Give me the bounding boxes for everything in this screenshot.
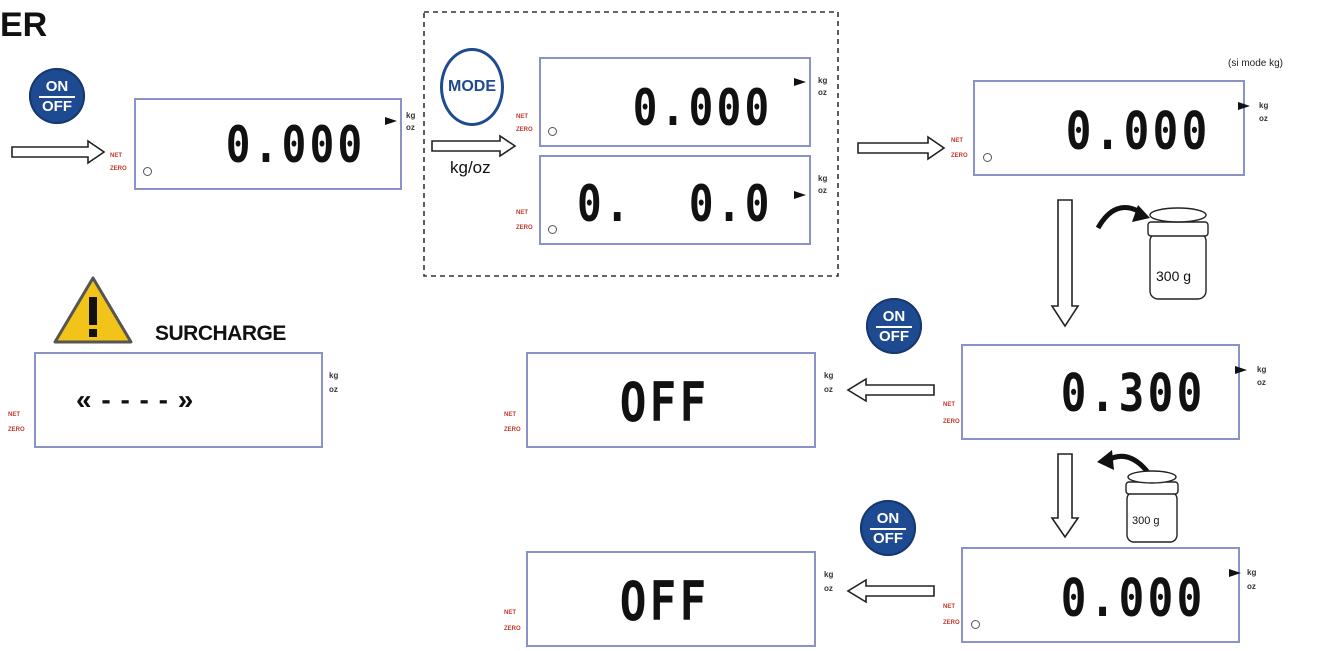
- zero-label: ZERO: [504, 626, 521, 632]
- display-off: NET ZERO OFF kg oz: [504, 352, 833, 448]
- unit-kg-label: kg: [818, 174, 828, 183]
- arrow-left-icon: [846, 377, 935, 403]
- unit-kg-label: kg: [1247, 568, 1257, 577]
- curved-arrow-icon: [1132, 205, 1150, 222]
- on-off-button[interactable]: ON OFF: [860, 500, 916, 556]
- unit-pointer-icon: [1229, 569, 1241, 577]
- arrow-right-icon: [857, 135, 946, 161]
- net-label: NET: [943, 604, 955, 610]
- net-label: NET: [504, 610, 516, 616]
- unit-pointer-icon: [1238, 102, 1250, 110]
- weight-icon: [1147, 207, 1209, 300]
- display-removed: NET ZERO 0.000 kg oz: [943, 547, 1256, 643]
- display-kg-mode: NET ZERO 0.000 kg oz: [951, 80, 1268, 176]
- net-label: NET: [943, 402, 955, 408]
- on-label: ON: [876, 510, 900, 527]
- display-value: 0.000: [1066, 102, 1211, 162]
- si-mode-kg-note: (si mode kg): [1228, 58, 1284, 69]
- curved-arrow-icon: [1095, 205, 1142, 230]
- unit-oz-label: oz: [1257, 378, 1266, 387]
- unit-kg-label: kg: [406, 111, 416, 120]
- display-value: 0. 0.0: [577, 175, 773, 233]
- arrow-down-icon: [1050, 453, 1080, 539]
- display-value: 0.000: [633, 79, 773, 137]
- net-label: NET: [516, 210, 528, 216]
- arrow-right-icon: [431, 134, 517, 158]
- weight-label: 300 g: [1132, 515, 1160, 527]
- display-value: 0.000: [226, 116, 366, 174]
- unit-pointer-icon: [385, 117, 397, 125]
- button-divider: [876, 326, 912, 328]
- on-off-button[interactable]: ON OFF: [866, 298, 922, 354]
- on-label: ON: [882, 308, 906, 325]
- unit-kg-label: kg: [824, 371, 834, 380]
- display-with-weight: NET ZERO 0.300 kg oz: [943, 344, 1266, 440]
- zero-label: ZERO: [943, 620, 960, 626]
- net-label: NET: [8, 412, 20, 418]
- display-value: OFF: [620, 371, 710, 434]
- zero-indicator-icon: [143, 167, 152, 176]
- weight-label: 300 g: [1156, 268, 1192, 284]
- mode-dashed-frame: [423, 11, 839, 277]
- zero-label: ZERO: [8, 427, 25, 433]
- weight-icon: [1125, 470, 1179, 543]
- display-off: NET ZERO OFF kg oz: [504, 551, 833, 647]
- unit-oz-label: oz: [1259, 114, 1268, 123]
- unit-oz-label: oz: [818, 88, 827, 97]
- on-off-button[interactable]: ON OFF: [29, 68, 85, 124]
- display-mode-kg: NET ZERO 0.000 kg oz: [516, 57, 827, 147]
- zero-label: ZERO: [110, 166, 127, 172]
- zero-indicator-icon: [548, 127, 557, 136]
- display-mode-oz: NET ZERO 0. 0.0 kg oz: [516, 155, 827, 245]
- unit-kg-label: kg: [1257, 365, 1267, 374]
- display-value: 0.300: [1061, 364, 1206, 424]
- unit-oz-label: oz: [818, 186, 827, 195]
- curved-arrow-icon: [1097, 450, 1114, 470]
- unit-kg-label: kg: [818, 76, 828, 85]
- unit-oz-label: oz: [329, 385, 338, 394]
- unit-kg-label: kg: [824, 570, 834, 579]
- mode-label: MODE: [448, 78, 496, 95]
- arrow-left-icon: [846, 578, 935, 604]
- unit-oz-label: oz: [824, 584, 833, 593]
- arrow-right-icon: [11, 139, 106, 165]
- zero-label: ZERO: [516, 225, 533, 231]
- zero-label: ZERO: [943, 419, 960, 425]
- net-label: NET: [504, 412, 516, 418]
- zero-label: ZERO: [516, 127, 533, 133]
- zero-indicator-icon: [548, 225, 557, 234]
- net-label: NET: [110, 153, 122, 159]
- display-value: « - - - - »: [76, 384, 194, 415]
- unit-pointer-icon: [1235, 366, 1247, 374]
- off-label: OFF: [873, 530, 903, 547]
- off-label: OFF: [42, 98, 72, 115]
- button-divider: [39, 96, 75, 98]
- button-divider: [870, 528, 906, 530]
- display-value: 0.000: [1061, 569, 1206, 629]
- unit-kg-label: kg: [1259, 101, 1269, 110]
- net-label: NET: [951, 138, 963, 144]
- net-label: NET: [516, 114, 528, 120]
- display-value: OFF: [620, 570, 710, 633]
- unit-oz-label: oz: [824, 385, 833, 394]
- on-label: ON: [45, 78, 69, 95]
- display-power-on: NET ZERO 0.000 kg oz: [110, 98, 415, 190]
- arrow-down-icon: [1050, 199, 1080, 328]
- unit-oz-label: oz: [1247, 582, 1256, 591]
- zero-indicator-icon: [971, 620, 980, 629]
- surcharge-label: SURCHARGE: [155, 322, 286, 345]
- unit-pointer-icon: [794, 191, 806, 199]
- display-overload: NET ZERO « - - - - » kg oz: [8, 352, 338, 448]
- unit-oz-label: oz: [406, 123, 415, 132]
- kg-oz-label: kg/oz: [450, 158, 491, 177]
- off-label: OFF: [879, 328, 909, 345]
- zero-indicator-icon: [983, 153, 992, 162]
- zero-label: ZERO: [504, 427, 521, 433]
- zero-label: ZERO: [951, 153, 968, 159]
- unit-kg-label: kg: [329, 371, 339, 380]
- mode-button[interactable]: MODE: [440, 48, 504, 126]
- page-title: ER: [0, 6, 48, 44]
- unit-pointer-icon: [794, 78, 806, 86]
